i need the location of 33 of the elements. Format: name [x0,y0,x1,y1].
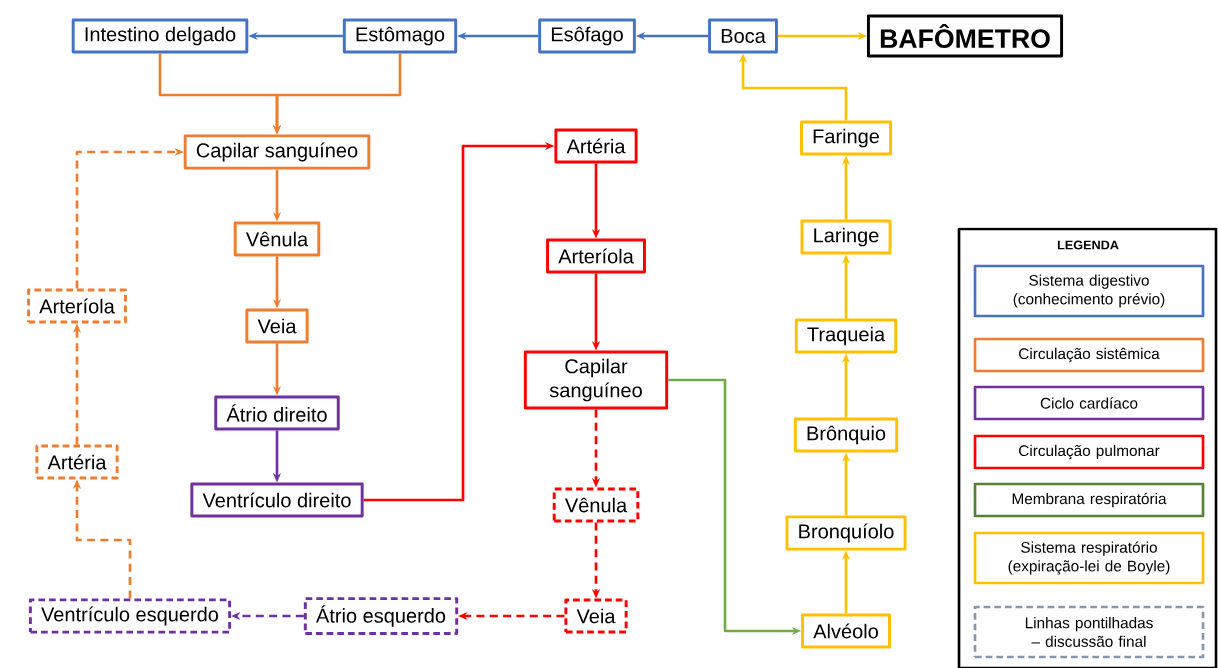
process-box: Capilar sanguíneo [523,350,669,410]
process-box: Vênula [233,221,321,257]
legend-entry: Membrana respiratória [973,482,1205,518]
process-box: Bronquíolo [785,515,907,551]
process-box: Intestino delgado [71,18,249,54]
legend-entry: Sistema respiratório (expiração-lei de Boyle) [973,531,1205,585]
process-box: Ventrículo esquerdo [28,598,232,634]
process-box: Faringe [799,120,893,156]
process-box: Laringe [800,219,892,255]
process-box: Brônquio [793,417,899,453]
legend-entry: Ciclo cardíaco [973,385,1205,421]
process-box: Veia [245,308,309,344]
process-box: Arteríola [27,288,127,324]
process-box: Traqueia [794,318,898,354]
process-box: Vênula [552,487,640,523]
process-box: Ventrículo direito [190,482,364,518]
process-box: Alvéolo [801,613,891,649]
legend-title: LEGENDA [1057,240,1119,250]
legend-entry: Linhas pontilhadas – discussão final [973,605,1205,659]
process-box: Artéria [554,128,638,164]
process-box: Esôfago [538,18,636,54]
legend-entry: Circulação pulmonar [973,434,1205,470]
legend-entry: Circulação sistêmica [973,337,1205,373]
process-box: Artéria [35,444,119,480]
process-box: Arteríola [546,238,646,274]
legend-entry: Sistema digestivo (conhecimento prévio) [973,264,1205,318]
process-box: Boca [708,18,778,54]
process-box: Átrio esquerdo [303,597,459,635]
process-box: Átrio direito [214,395,340,431]
process-box: Estômago [342,18,458,54]
process-box: Capilar sanguíneo [183,134,371,170]
process-box: Veia [564,598,628,634]
process-box: BAFÔMETRO [866,14,1064,58]
